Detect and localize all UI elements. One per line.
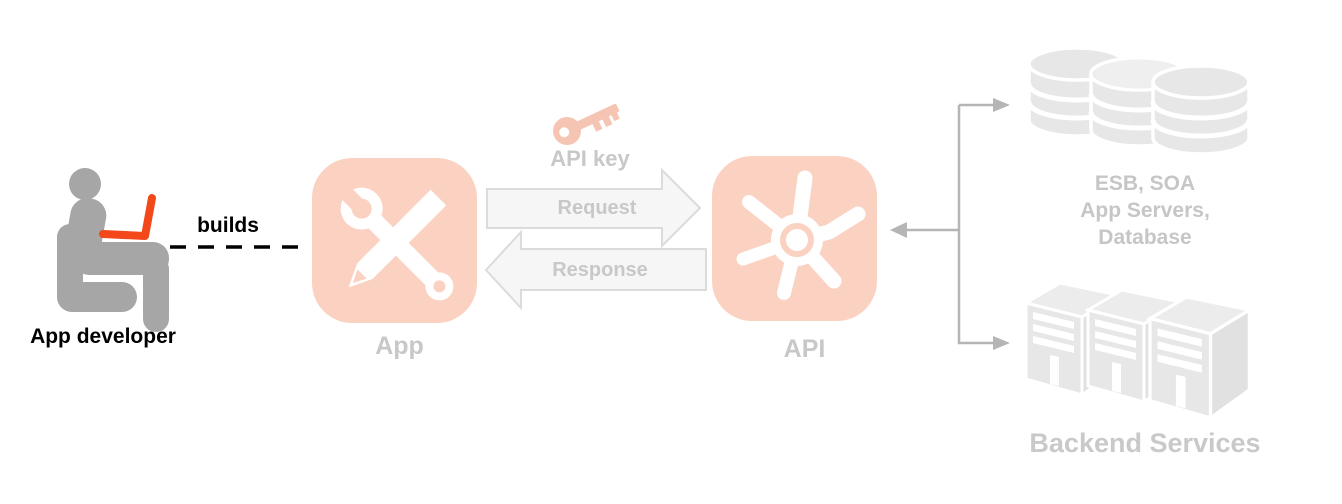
database-stack-group — [1029, 48, 1249, 154]
arrowhead-to-servers — [993, 336, 1010, 350]
gear-pinwheel-icon — [736, 170, 866, 300]
api-tile — [712, 156, 877, 321]
arrowhead-to-api — [890, 222, 907, 238]
arrowhead-to-databases — [993, 98, 1010, 112]
database-stack-icon — [1153, 66, 1249, 154]
pencil-icon — [348, 189, 447, 288]
backend-connector-lines — [890, 98, 1010, 350]
esb-line-3: Database — [1098, 226, 1192, 249]
response-arrow — [484, 229, 707, 311]
seated-person-with-laptop-icon — [57, 168, 169, 332]
app-developer-label: App developer — [30, 325, 176, 348]
app-label: App — [375, 332, 424, 360]
request-label: Request — [557, 197, 637, 219]
api-label: API — [783, 335, 826, 363]
app-tile — [312, 158, 477, 323]
request-arrow — [486, 167, 702, 249]
esb-line-1: ESB, SOA — [1094, 172, 1196, 195]
response-label: Response — [552, 259, 648, 281]
server-tower-icon — [1148, 295, 1251, 420]
key-icon — [553, 103, 620, 145]
server-tower-group — [1024, 281, 1251, 420]
builds-label: builds — [197, 214, 259, 237]
wrench-icon — [336, 183, 454, 301]
esb-systems-label: ESB, SOA App Servers, Database — [1035, 170, 1255, 251]
esb-line-2: App Servers, — [1080, 199, 1210, 222]
laptop-icon — [99, 194, 156, 240]
api-key-label: API key — [550, 146, 630, 171]
backend-services-label: Backend Services — [1029, 428, 1261, 458]
wrench-and-pencil-icon — [336, 183, 454, 301]
